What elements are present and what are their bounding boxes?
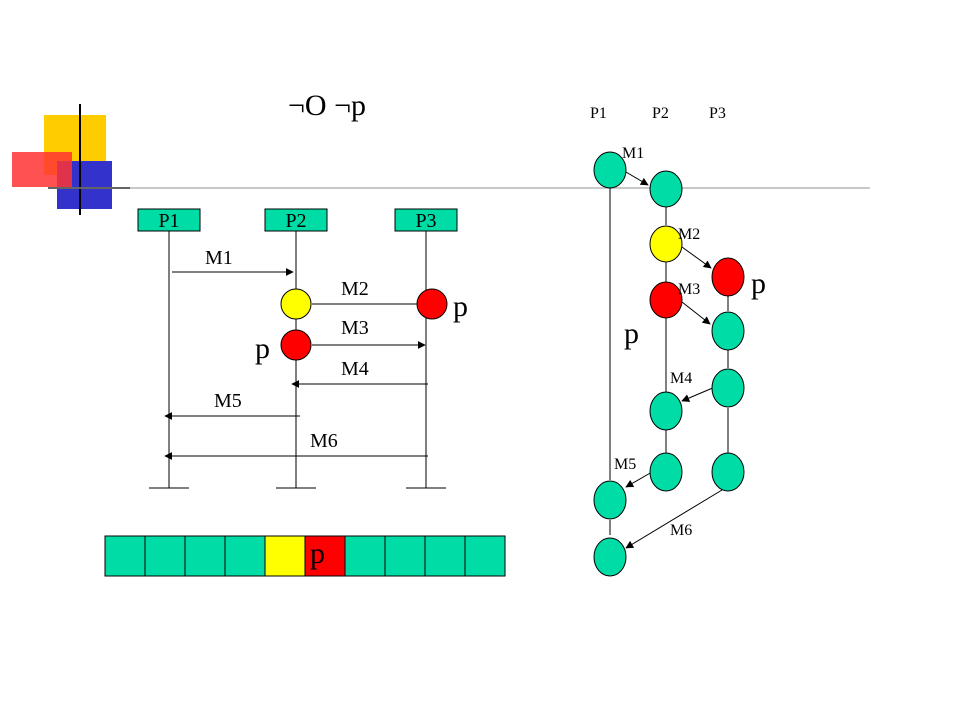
sequence-cell-green xyxy=(224,535,266,577)
decorative-corner-graphic xyxy=(12,104,870,215)
predicate-label-p2: p xyxy=(255,332,270,365)
lattice-node xyxy=(711,452,745,492)
lattice-label-m3: M3 xyxy=(678,281,700,298)
lattice-arrow-m3 xyxy=(681,301,711,325)
message-label-m3: M3 xyxy=(341,317,369,339)
sequence-cell-green xyxy=(384,535,426,577)
space-time-diagram: P1 P2 P3 M1 M2 M3 M4 M5 M6 p p xyxy=(137,208,468,489)
process-label-p3: P3 xyxy=(415,210,436,232)
lattice-predicate-label-left: p xyxy=(624,317,639,350)
lattice-node xyxy=(649,452,683,492)
lattice-node-red xyxy=(711,257,745,297)
sequence-cell-yellow xyxy=(264,535,306,577)
lattice-node-yellow xyxy=(649,225,683,263)
sequence-cell-green xyxy=(104,535,146,577)
lattice-arrow-m6 xyxy=(625,489,723,549)
sequence-cell-green xyxy=(144,535,186,577)
lattice-node xyxy=(593,537,627,577)
deco-red-square xyxy=(12,152,72,187)
lattice-label-m6: M6 xyxy=(670,522,692,539)
sequence-bar xyxy=(104,535,506,577)
lattice-label-m5: M5 xyxy=(614,456,636,473)
message-label-m5: M5 xyxy=(214,390,242,412)
sequence-cell-green xyxy=(424,535,466,577)
lattice-node xyxy=(593,480,627,520)
event-p2-yellow xyxy=(280,288,312,320)
lattice-node xyxy=(649,170,683,208)
event-p3-red xyxy=(416,288,448,320)
lattice-node xyxy=(649,391,683,431)
lattice-process-label-p2: P2 xyxy=(652,105,669,122)
lattice-process-label-p1: P1 xyxy=(590,105,607,122)
lattice-arrow-m4 xyxy=(681,386,716,402)
message-label-m4: M4 xyxy=(341,358,369,380)
message-label-m2: M2 xyxy=(341,278,369,300)
lattice-node xyxy=(711,368,745,408)
slide-title: ¬O ¬p xyxy=(288,89,366,122)
lattice-predicate-label-right: p xyxy=(751,267,766,300)
lattice-node xyxy=(593,151,627,189)
message-label-m6: M6 xyxy=(310,430,338,452)
global-state-lattice: P1 P2 P3 M1 M2 M3 xyxy=(590,105,766,577)
lattice-process-label-p3: P3 xyxy=(709,105,726,122)
event-p2-red xyxy=(280,329,312,361)
sequence-cell-green xyxy=(184,535,226,577)
lattice-label-m1: M1 xyxy=(622,145,644,162)
sequence-cell-green xyxy=(464,535,506,577)
sequence-cell-green xyxy=(344,535,386,577)
message-label-m1: M1 xyxy=(205,247,233,269)
lattice-label-m4: M4 xyxy=(670,370,692,387)
lattice-node xyxy=(711,311,745,351)
lattice-arrow-m5 xyxy=(625,471,653,488)
lattice-arrow-m2 xyxy=(681,246,712,269)
lattice-arrow-m1 xyxy=(625,171,649,186)
process-label-p2: P2 xyxy=(285,210,306,232)
sequence-bar-p-label: p xyxy=(310,537,325,570)
predicate-label-p3: p xyxy=(453,290,468,323)
lattice-label-m2: M2 xyxy=(678,226,700,243)
lattice-node-red xyxy=(649,281,683,319)
process-label-p1: P1 xyxy=(158,210,179,232)
